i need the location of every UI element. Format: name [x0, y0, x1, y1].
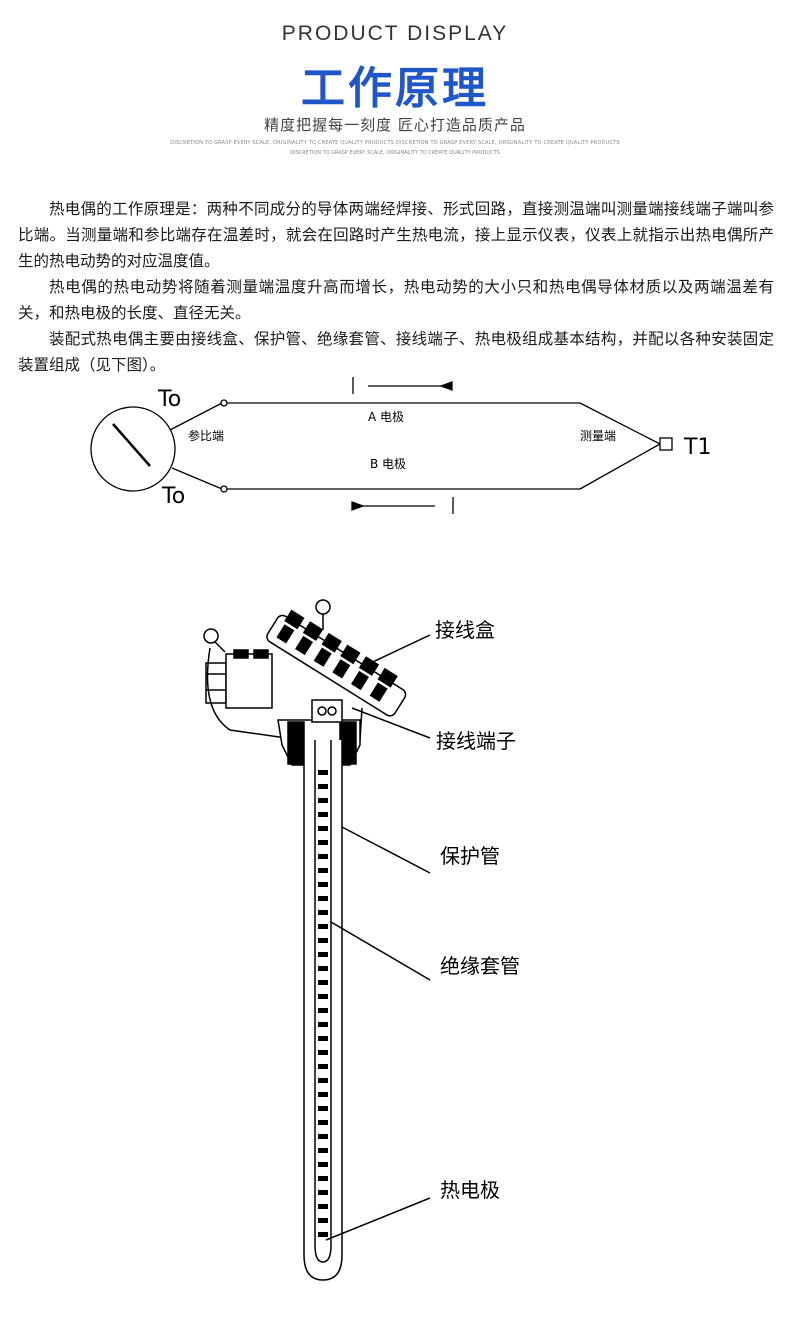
junction-box-lid: [266, 609, 407, 717]
label-electrode-a: A 电极: [368, 410, 404, 424]
insulator-bead: [318, 812, 328, 817]
insulator-bead: [318, 938, 328, 943]
insulator-bead: [318, 1176, 328, 1181]
insulator-bead: [318, 994, 328, 999]
section-title: 工作原理: [301, 63, 489, 114]
insulator-bead: [318, 1120, 328, 1125]
label-junction-box: 接线盒: [435, 618, 495, 642]
label-reference-end: 参比端: [188, 428, 224, 443]
terminal-block: [311, 699, 343, 723]
meter-gauge: [90, 406, 176, 492]
insulator-bead: [318, 840, 328, 845]
insulator-bead: [318, 980, 328, 985]
insulator-bead: [318, 966, 328, 971]
insulator-bead: [318, 1162, 328, 1167]
insulator-bead: [318, 1204, 328, 1209]
insulator-bead: [318, 896, 328, 901]
label-electrode-b: B 电极: [370, 457, 406, 471]
insulating-sleeve: [314, 740, 332, 1263]
intro-paragraph: 装配式热电偶主要由接线盒、保护管、绝缘套管、接线端子、热电极组成基本结构，并配以…: [18, 330, 774, 374]
insulator-bead: [318, 1078, 328, 1083]
insulator-bead: [318, 1232, 328, 1237]
label-measuring-end: 测量端: [580, 429, 616, 443]
insulator-bead: [318, 1148, 328, 1153]
fineprint-line-2: DISCRETION TO GRASP EVERY SCALE, ORIGINA…: [290, 150, 500, 156]
insulator-bead: [318, 770, 328, 775]
insulator-bead: [318, 1050, 328, 1055]
insulator-bead: [318, 910, 328, 915]
insulator-bead: [318, 798, 328, 803]
insulator-bead: [318, 1218, 328, 1223]
label-to-bottom: To: [161, 484, 185, 509]
fineprint-line-1: DISCRETION TO GRASP EVERY SCALE, ORIGINA…: [170, 140, 620, 146]
insulator-bead: [318, 784, 328, 789]
label-insulating-sleeve: 绝缘套管: [440, 954, 520, 978]
label-protection-tube: 保护管: [440, 844, 500, 868]
insulator-bead: [318, 924, 328, 929]
insulator-bead: [318, 868, 328, 873]
insulator-bead: [318, 1190, 328, 1195]
insulator-beads: [318, 770, 328, 1237]
insulator-bead: [318, 1036, 328, 1041]
insulator-bead: [318, 1134, 328, 1139]
insulator-bead: [318, 1008, 328, 1013]
label-terminal: 接线端子: [436, 729, 516, 753]
insulator-bead: [318, 826, 328, 831]
insulator-bead: [318, 1064, 328, 1069]
insulator-bead: [318, 1022, 328, 1027]
meter-needle: [112, 423, 151, 467]
label-to-top: To: [157, 387, 181, 412]
section-subtitle-en: PRODUCT DISPLAY: [281, 22, 509, 45]
measuring-junction: [659, 437, 673, 451]
label-thermoelectrode: 热电极: [440, 1178, 500, 1202]
insulator-bead: [318, 882, 328, 887]
insulator-bead: [318, 1106, 328, 1111]
section-tagline: 精度把握每一刻度 匠心打造品质产品: [264, 116, 526, 134]
insulator-bead: [318, 854, 328, 859]
assembly-diagram: 接线盒 接线端子 保护管 绝缘套管 热电极: [203, 599, 520, 1281]
circuit-diagram: To To T1 参比端 测量端 A 电极 B 电极: [90, 377, 711, 514]
insulator-bead: [318, 952, 328, 957]
label-t1: T1: [683, 435, 711, 460]
insulator-bead: [318, 1092, 328, 1097]
intro-text: 热电偶的工作原理是：两种不同成分的导体两端经焊接、形式回路，直接测温端叫测量端接…: [18, 196, 774, 378]
intro-paragraph: 热电偶的热电动势将随着测量端温度升高而增长，热电动势的大小只和热电偶导体材质以及…: [18, 278, 774, 322]
intro-paragraph: 热电偶的工作原理是：两种不同成分的导体两端经焊接、形式回路，直接测温端叫测量端接…: [18, 200, 774, 270]
